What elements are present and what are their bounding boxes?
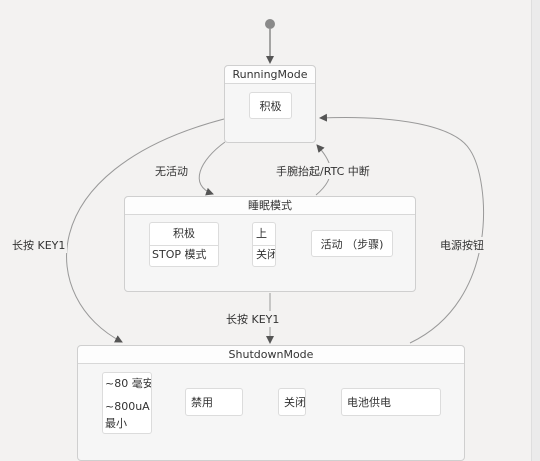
vertical-scrollbar[interactable]: [531, 0, 540, 461]
shutdown-battery-box: 电池供电: [341, 388, 441, 416]
state-title: ShutdownMode: [78, 346, 464, 364]
state-sleep-mode[interactable]: 睡眠模式 积极 STOP 模式 上 关闭 活动 （步骤): [124, 196, 416, 292]
running-active-box: 积极: [249, 92, 292, 119]
sleep-display-box: 上 关闭: [252, 222, 276, 267]
edge-label-long-press-left: 长按 KEY1: [10, 237, 68, 253]
shutdown-current-box: ~80 毫安 ~800uA 最小: [102, 372, 152, 434]
sleep-display-line: 上: [256, 227, 267, 240]
shutdown-off-box: 关闭: [278, 388, 306, 416]
sleep-activity-box: 活动 （步骤): [311, 230, 393, 257]
sleep-display-line: 关闭: [253, 245, 275, 264]
shutdown-current-line: ~80 毫安: [105, 377, 151, 390]
state-title: 睡眠模式: [125, 197, 415, 215]
sleep-power-box: 积极 STOP 模式: [149, 222, 219, 267]
shutdown-current-line: ~800uA: [105, 400, 150, 413]
state-running-mode[interactable]: RunningMode 积极: [224, 65, 316, 143]
sleep-power-line: STOP 模式: [150, 245, 218, 264]
edge-label-long-press-center: 长按 KEY1: [224, 311, 282, 327]
edge-no-activity: [198, 141, 226, 196]
shutdown-current-line: 最小: [105, 417, 127, 430]
edge-label-wrist-rtc: 手腕抬起/RTC 中断: [274, 163, 372, 179]
sleep-power-line: 积极: [173, 227, 195, 240]
shutdown-disabled-box: 禁用: [185, 388, 243, 416]
state-shutdown-mode[interactable]: ShutdownMode ~80 毫安 ~800uA 最小 禁用 关闭 电池供电: [77, 345, 465, 461]
edge-label-no-activity: 无活动: [153, 163, 190, 179]
initial-state-node: [265, 19, 275, 29]
state-title: RunningMode: [225, 66, 315, 84]
edge-long-press-left: [66, 118, 225, 343]
edge-power-button: [319, 113, 484, 344]
edge-label-power-button: 电源按钮: [438, 237, 486, 253]
